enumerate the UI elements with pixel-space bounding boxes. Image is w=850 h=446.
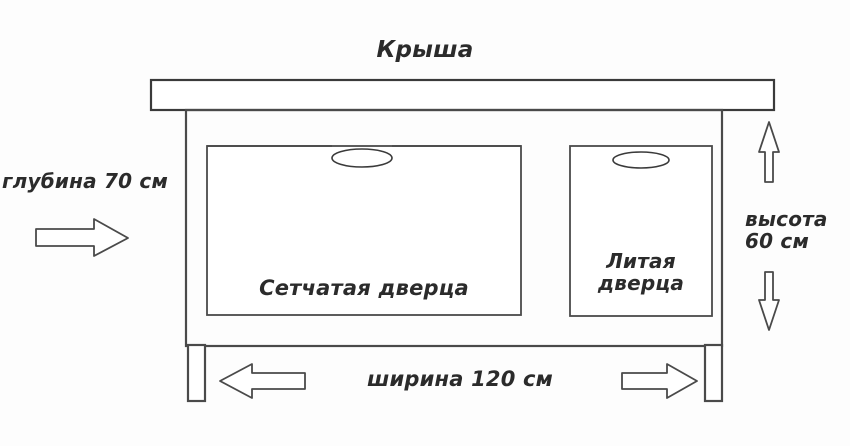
- cabinet-body: [184, 108, 724, 348]
- roof-slab: [149, 78, 776, 112]
- left-leg: [186, 343, 207, 403]
- width-arrow-left-icon: [219, 363, 306, 399]
- depth-arrow-icon: [35, 218, 129, 257]
- height-arrow-down-icon: [758, 271, 780, 331]
- solid-door-label: Литая дверца: [597, 249, 685, 296]
- right-leg: [703, 343, 724, 403]
- solid-door-panel[interactable]: [569, 145, 713, 317]
- width-label: ширина 120 см: [366, 367, 554, 391]
- height-arrow-up-icon: [758, 121, 780, 183]
- mesh-door-label: Сетчатая дверца: [259, 276, 469, 300]
- height-label: высота 60 см: [745, 207, 828, 254]
- mesh-door-handle-icon[interactable]: [331, 148, 393, 168]
- mesh-door-panel[interactable]: [206, 145, 522, 316]
- solid-door-handle-icon[interactable]: [612, 151, 670, 169]
- width-arrow-right-icon: [621, 363, 698, 399]
- depth-label: глубина 70 см: [2, 169, 168, 193]
- roof-label: Крыша: [376, 37, 474, 63]
